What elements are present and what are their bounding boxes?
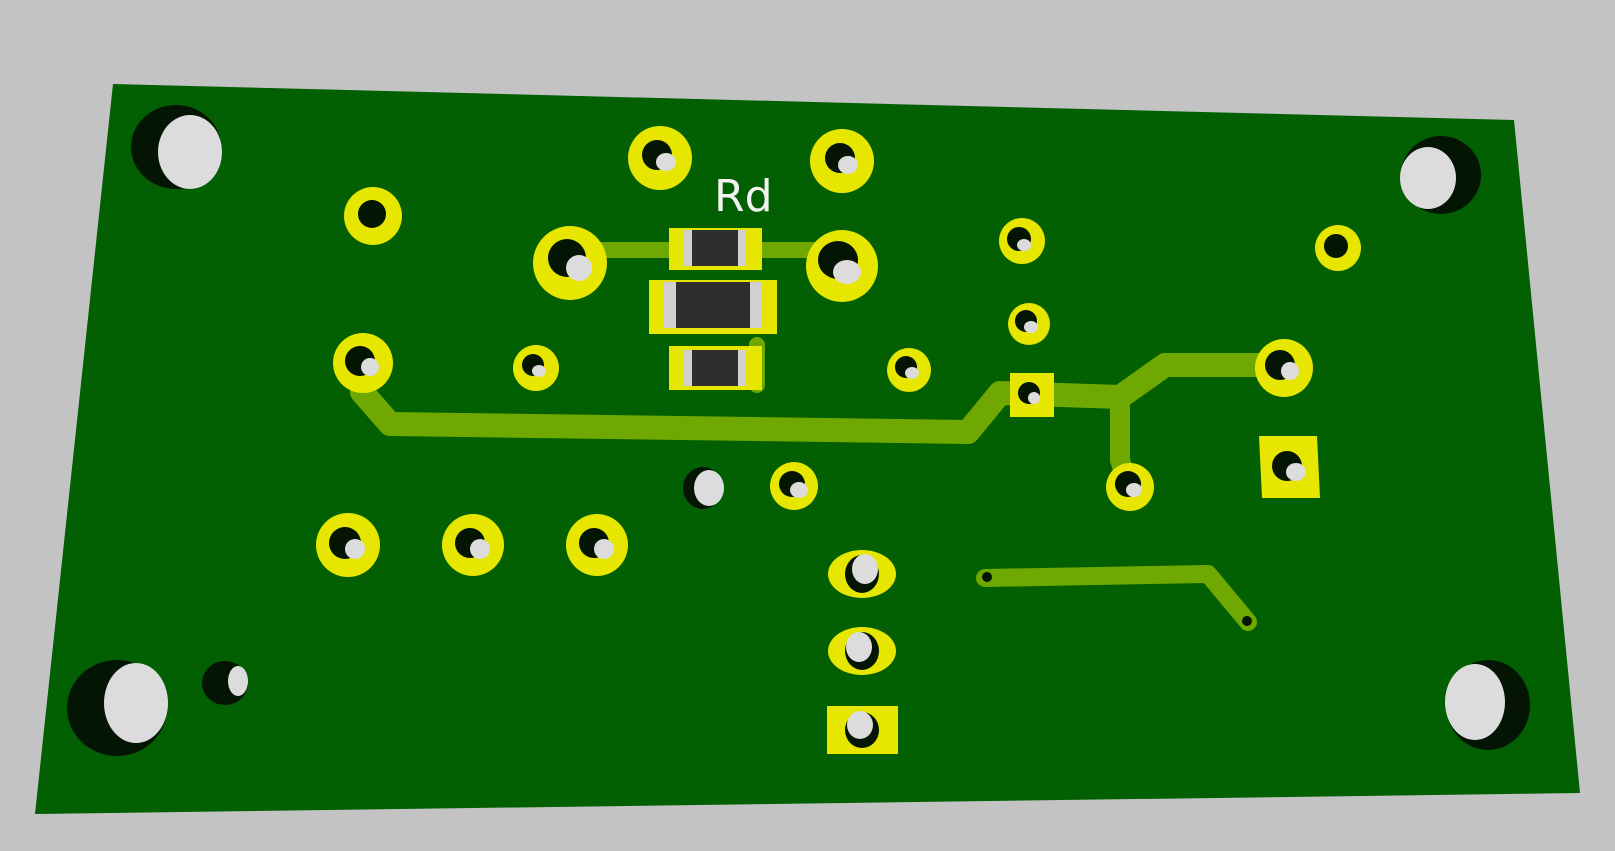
- mounting-holes: [67, 105, 1530, 756]
- silkscreen-label: Rd: [714, 171, 773, 222]
- trace: [350, 350, 1290, 444]
- pcb-board: [35, 84, 1580, 814]
- pad-drills: [329, 140, 1348, 748]
- smd-components: [649, 228, 777, 390]
- trace: [976, 565, 1257, 631]
